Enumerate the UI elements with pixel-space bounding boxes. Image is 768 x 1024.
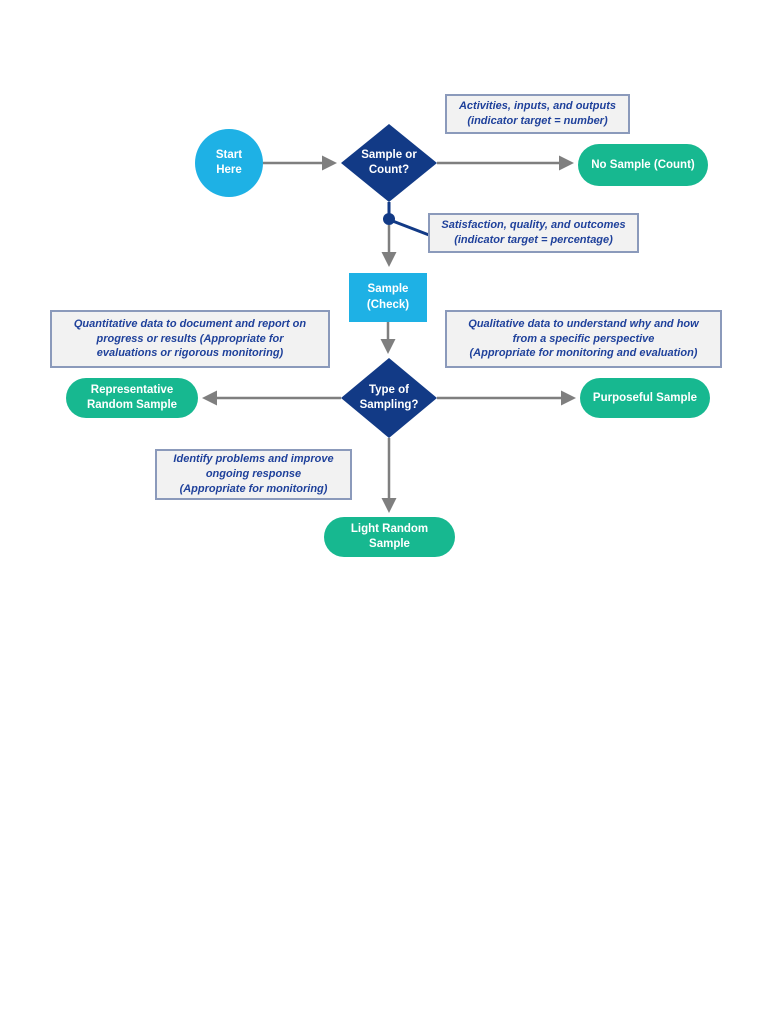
decision-type-of-sampling: Type of Sampling? xyxy=(341,358,437,438)
note-quantitative-line2: progress or results (Appropriate for xyxy=(96,332,284,345)
note-quantitative: Quantitative data to document and report… xyxy=(50,310,330,368)
start-node: Start Here xyxy=(195,129,263,197)
purposeful-sample-label: Purposeful Sample xyxy=(592,391,698,404)
note-satisfaction-line2: (indicator target = percentage) xyxy=(454,234,613,246)
note-identify: Identify problems and improve ongoing re… xyxy=(155,449,352,500)
start-node-line2: Here xyxy=(216,164,242,176)
note-qualitative: Qualitative data to understand why and h… xyxy=(445,310,722,368)
sample-check-line1: Sample xyxy=(367,282,409,295)
note-qualitative-line1: Qualitative data to understand why and h… xyxy=(468,317,699,330)
sample-check-line2: (Check) xyxy=(366,298,410,311)
light-random-sample-node: Light Random Sample xyxy=(324,517,455,557)
sample-check-node: Sample (Check) xyxy=(349,273,427,322)
note-quantitative-line1: Quantitative data to document and report… xyxy=(73,317,307,330)
note-identify-line2: ongoing response xyxy=(205,468,302,481)
representative-line1: Representative xyxy=(90,384,174,397)
start-node-line1: Start xyxy=(215,149,243,162)
note-activities-line2: (indicator target = number) xyxy=(467,115,608,127)
no-sample-count-node: No Sample (Count) xyxy=(578,144,708,186)
note-identify-line3: (Appropriate for monitoring) xyxy=(179,482,328,495)
decision1-line1: Sample or xyxy=(361,149,417,162)
note-qualitative-line3: (Appropriate for monitoring and evaluati… xyxy=(469,347,698,360)
connector-dot-to-satisfaction-note xyxy=(389,218,430,237)
light-random-line2: Sample xyxy=(369,538,410,550)
decision1-line2: Count? xyxy=(368,164,410,176)
note-quantitative-line3: evaluations or rigorous monitoring) xyxy=(96,347,284,360)
decision2-line2: Sampling? xyxy=(359,399,419,411)
note-activities: Activities, inputs, and outputs (indicat… xyxy=(445,94,630,134)
connector-dot xyxy=(383,213,395,225)
representative-random-sample-node: Representative Random Sample xyxy=(66,378,198,418)
note-identify-line1: Identify problems and improve xyxy=(173,453,334,466)
representative-line2: Random Sample xyxy=(86,399,178,411)
decision2-line1: Type of xyxy=(368,384,410,397)
note-activities-line1: Activities, inputs, and outputs xyxy=(458,100,617,113)
note-satisfaction-line1: Satisfaction, quality, and outcomes xyxy=(441,219,626,232)
note-qualitative-line2: from a specific perspective xyxy=(512,332,655,345)
note-satisfaction: Satisfaction, quality, and outcomes (ind… xyxy=(428,213,639,253)
no-sample-count-label: No Sample (Count) xyxy=(591,158,695,171)
light-random-line1: Light Random xyxy=(350,523,429,536)
decision-sample-or-count: Sample or Count? xyxy=(341,124,437,202)
purposeful-sample-node: Purposeful Sample xyxy=(580,378,710,418)
